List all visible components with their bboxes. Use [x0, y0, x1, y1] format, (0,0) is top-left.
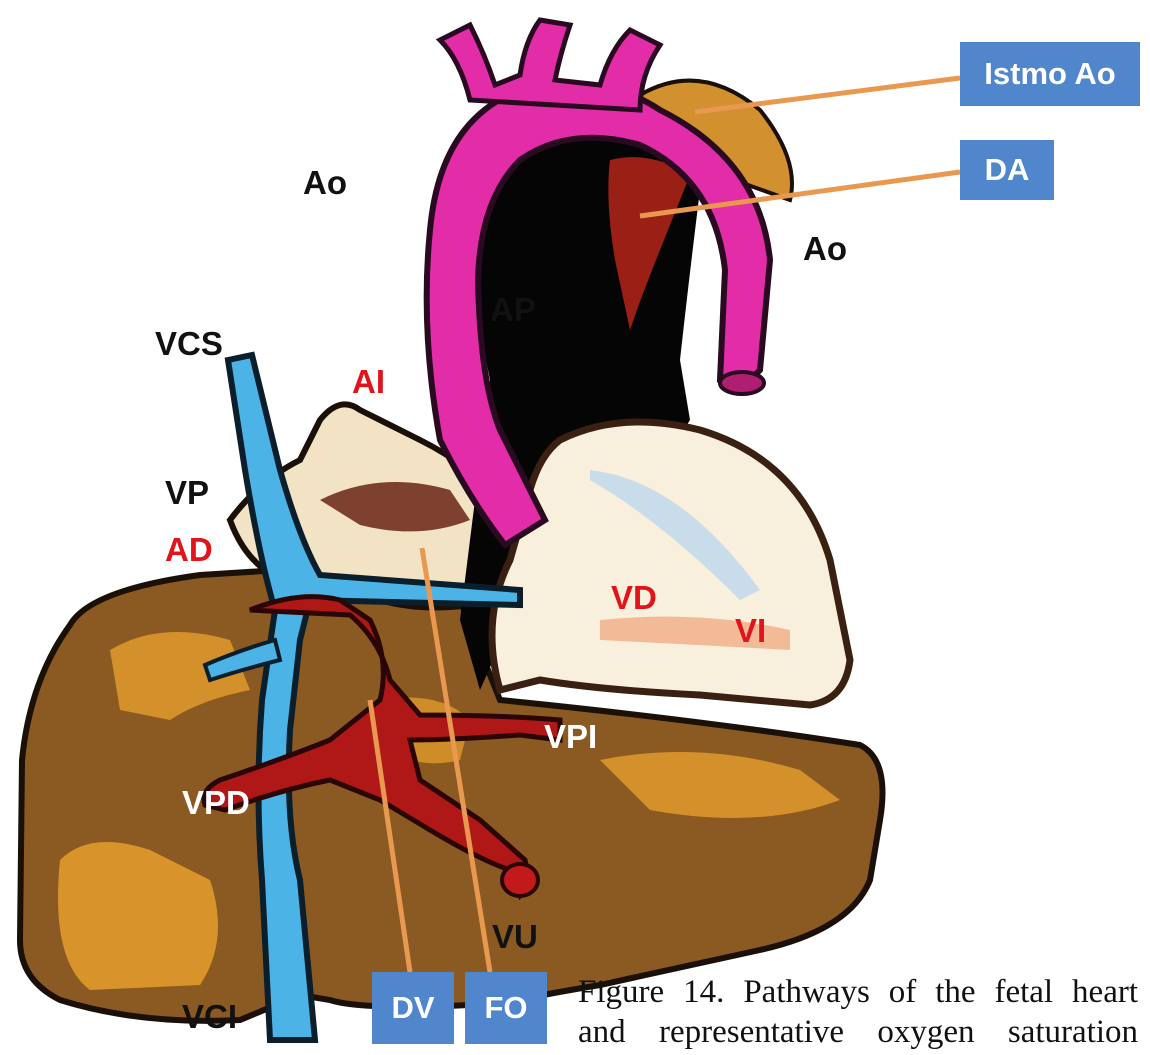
label-ad: AD	[165, 533, 213, 566]
caption-line-1: Figure 14. Pathways of the fetal heart	[578, 972, 1138, 1012]
label-vci: VCI	[182, 1000, 237, 1033]
callout-fo: FO	[465, 972, 547, 1044]
descending-aorta-end	[720, 372, 764, 394]
label-vd: VD	[611, 581, 657, 614]
label-vu: VU	[492, 920, 538, 953]
label-vcs: VCS	[155, 327, 223, 360]
aortic-branches	[440, 20, 660, 110]
label-vpi: VPI	[544, 720, 597, 753]
label-ai: AI	[352, 365, 385, 398]
ventricles	[492, 422, 850, 705]
callout-da: DA	[960, 140, 1054, 200]
label-vp: VP	[165, 476, 209, 509]
label-ao-right: Ao	[803, 232, 847, 265]
callout-dv: DV	[372, 972, 454, 1044]
label-vi: VI	[735, 614, 766, 647]
label-vpd: VPD	[182, 786, 250, 819]
caption-line-2: and representative oxygen saturation	[578, 1012, 1138, 1052]
figure-caption: Figure 14. Pathways of the fetal heart a…	[578, 972, 1138, 1052]
callout-istmo-ao: Istmo Ao	[960, 42, 1140, 106]
label-ap: AP	[490, 293, 536, 326]
umbilical-vein-end	[502, 864, 538, 896]
label-ao-left: Ao	[303, 166, 347, 199]
